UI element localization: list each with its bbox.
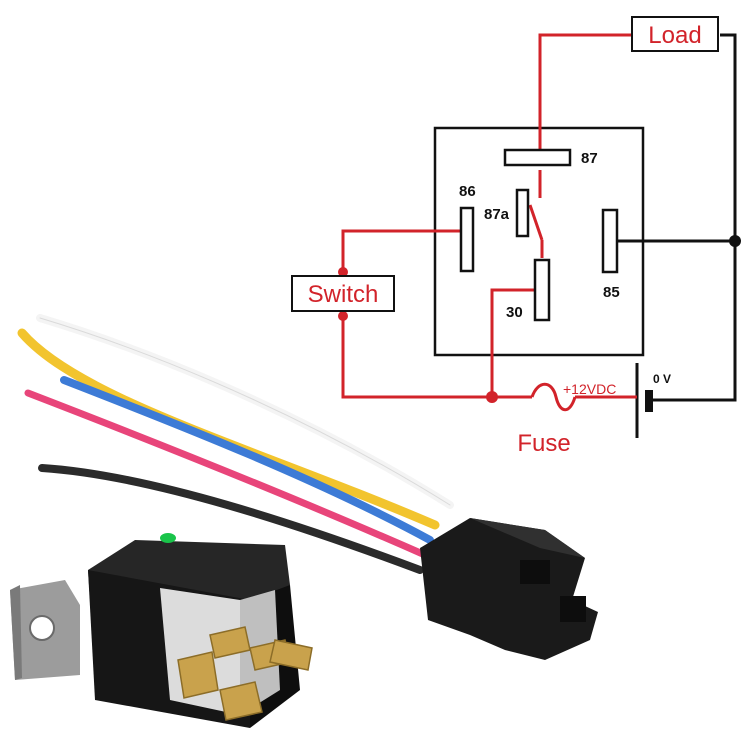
load-box — [631, 16, 719, 52]
relay-led — [160, 533, 176, 543]
terminal-87a-label: 87a — [484, 206, 510, 223]
harness-wires — [17, 314, 454, 574]
positive-wiring — [341, 33, 637, 412]
terminal-85-pin — [601, 208, 619, 274]
terminal-87a-pin — [515, 188, 530, 238]
wire-white-edge — [39, 317, 451, 506]
ground-label: 0 V — [653, 372, 671, 386]
fuse-symbol — [530, 382, 577, 412]
terminal-30-pin — [533, 258, 551, 322]
load-label: Load — [648, 22, 701, 49]
fuse-label: Fuse — [517, 430, 570, 457]
relay-harness-photo — [10, 314, 598, 728]
junction-node-switch-top — [338, 267, 348, 277]
relay-schematic: Load Switch Fuse +12VDC 0 V 87 87a 86 85… — [291, 16, 741, 457]
switch-label: Switch — [308, 281, 379, 308]
wire-load-to-ground — [652, 33, 737, 402]
wire-blue — [60, 376, 434, 544]
terminal-86-label: 86 — [459, 183, 476, 200]
wire-switch-arm — [528, 204, 544, 241]
blade-terminals — [177, 626, 313, 721]
wire-yellow — [17, 328, 440, 530]
wire-pink — [24, 389, 429, 559]
harness-socket — [420, 518, 598, 660]
ground-wiring — [617, 33, 737, 402]
terminal-86-pin — [459, 206, 475, 273]
junction-node-bus — [486, 391, 498, 403]
battery-symbol — [635, 363, 653, 438]
wire-30-to-bus — [490, 288, 540, 397]
terminal-87-pin — [503, 148, 572, 167]
relay-cube — [88, 533, 300, 728]
wire-switch-to-86 — [341, 229, 465, 275]
terminal-30-label: 30 — [506, 304, 523, 321]
switch-box — [291, 275, 395, 312]
mounting-bracket — [10, 580, 80, 680]
terminal-85-label: 85 — [603, 284, 620, 301]
terminal-87-label: 87 — [581, 150, 598, 167]
supply-label: +12VDC — [563, 381, 616, 397]
wire-load-to-87 — [538, 33, 632, 150]
wire-switch-to-bus — [341, 313, 532, 399]
junction-node-switch-bottom — [338, 311, 348, 321]
wire-black — [38, 464, 424, 574]
junction-node-ground — [729, 235, 741, 247]
